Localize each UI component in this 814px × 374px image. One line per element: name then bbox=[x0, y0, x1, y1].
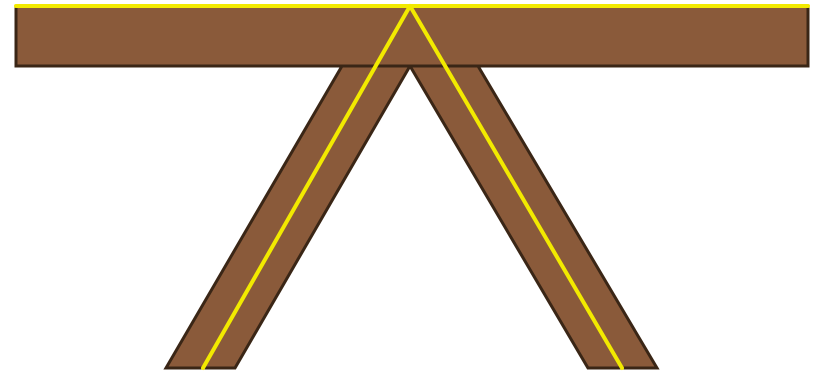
top-beam bbox=[16, 6, 808, 66]
